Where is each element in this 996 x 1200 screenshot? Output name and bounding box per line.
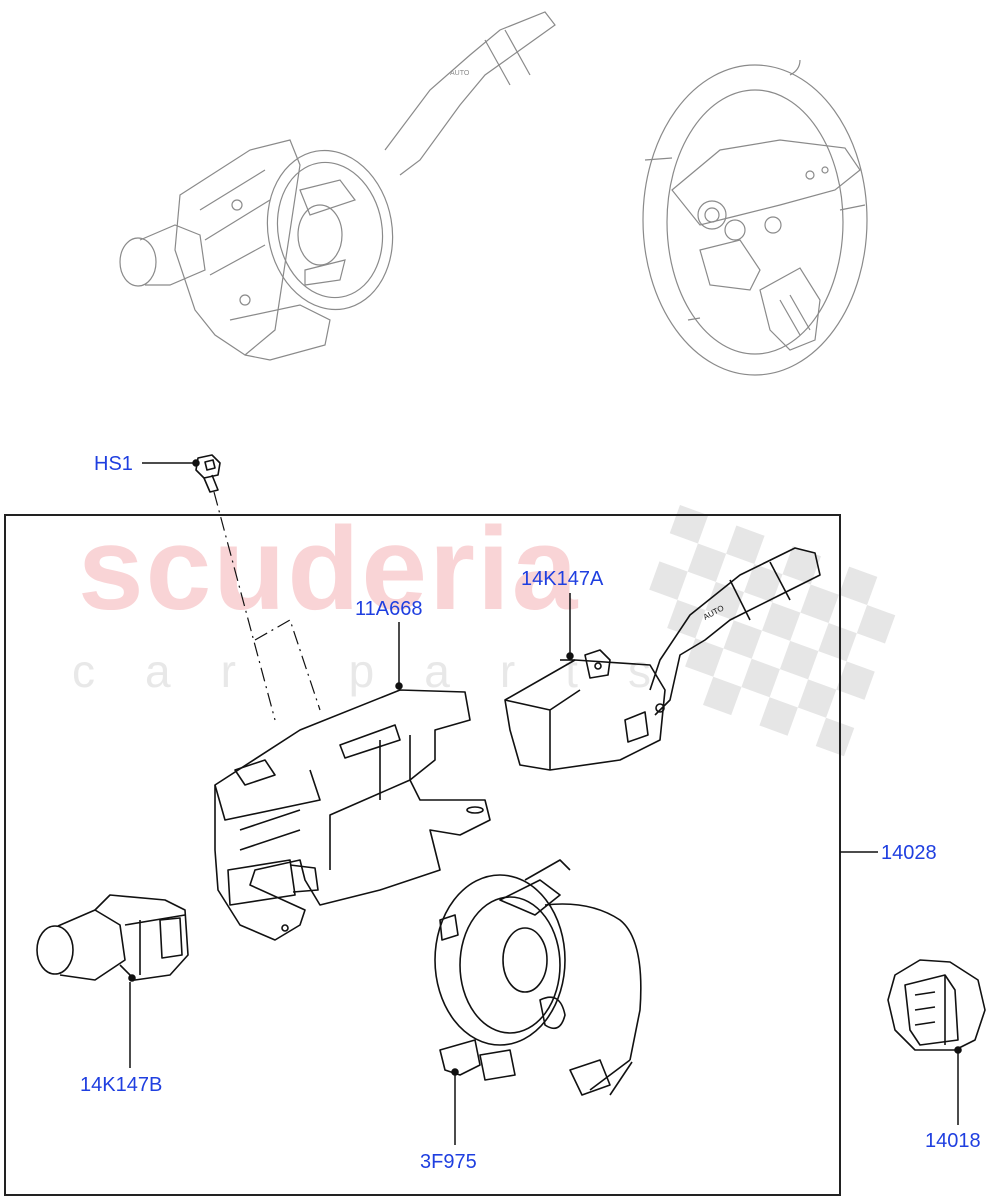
callout-14k147a: 14K147A (521, 568, 604, 590)
watermark-primary: scuderia (78, 503, 580, 635)
svg-text:AUTO: AUTO (450, 70, 470, 77)
bracket-11a668 (214, 689, 491, 941)
callout-3f975: 3F975 (420, 1151, 477, 1173)
lighting-switch-14k147b (36, 894, 189, 982)
clockspring-3f975 (434, 859, 642, 1096)
switch-14018 (887, 959, 986, 1054)
callout-14028: 14028 (881, 842, 937, 864)
bolt-hs1 (195, 454, 221, 493)
callout-hs1: HS1 (94, 453, 133, 475)
callout-14k147b: 14K147B (80, 1074, 163, 1096)
callout-14018: 14018 (925, 1130, 981, 1152)
callout-11a668: 11A668 (355, 598, 423, 620)
